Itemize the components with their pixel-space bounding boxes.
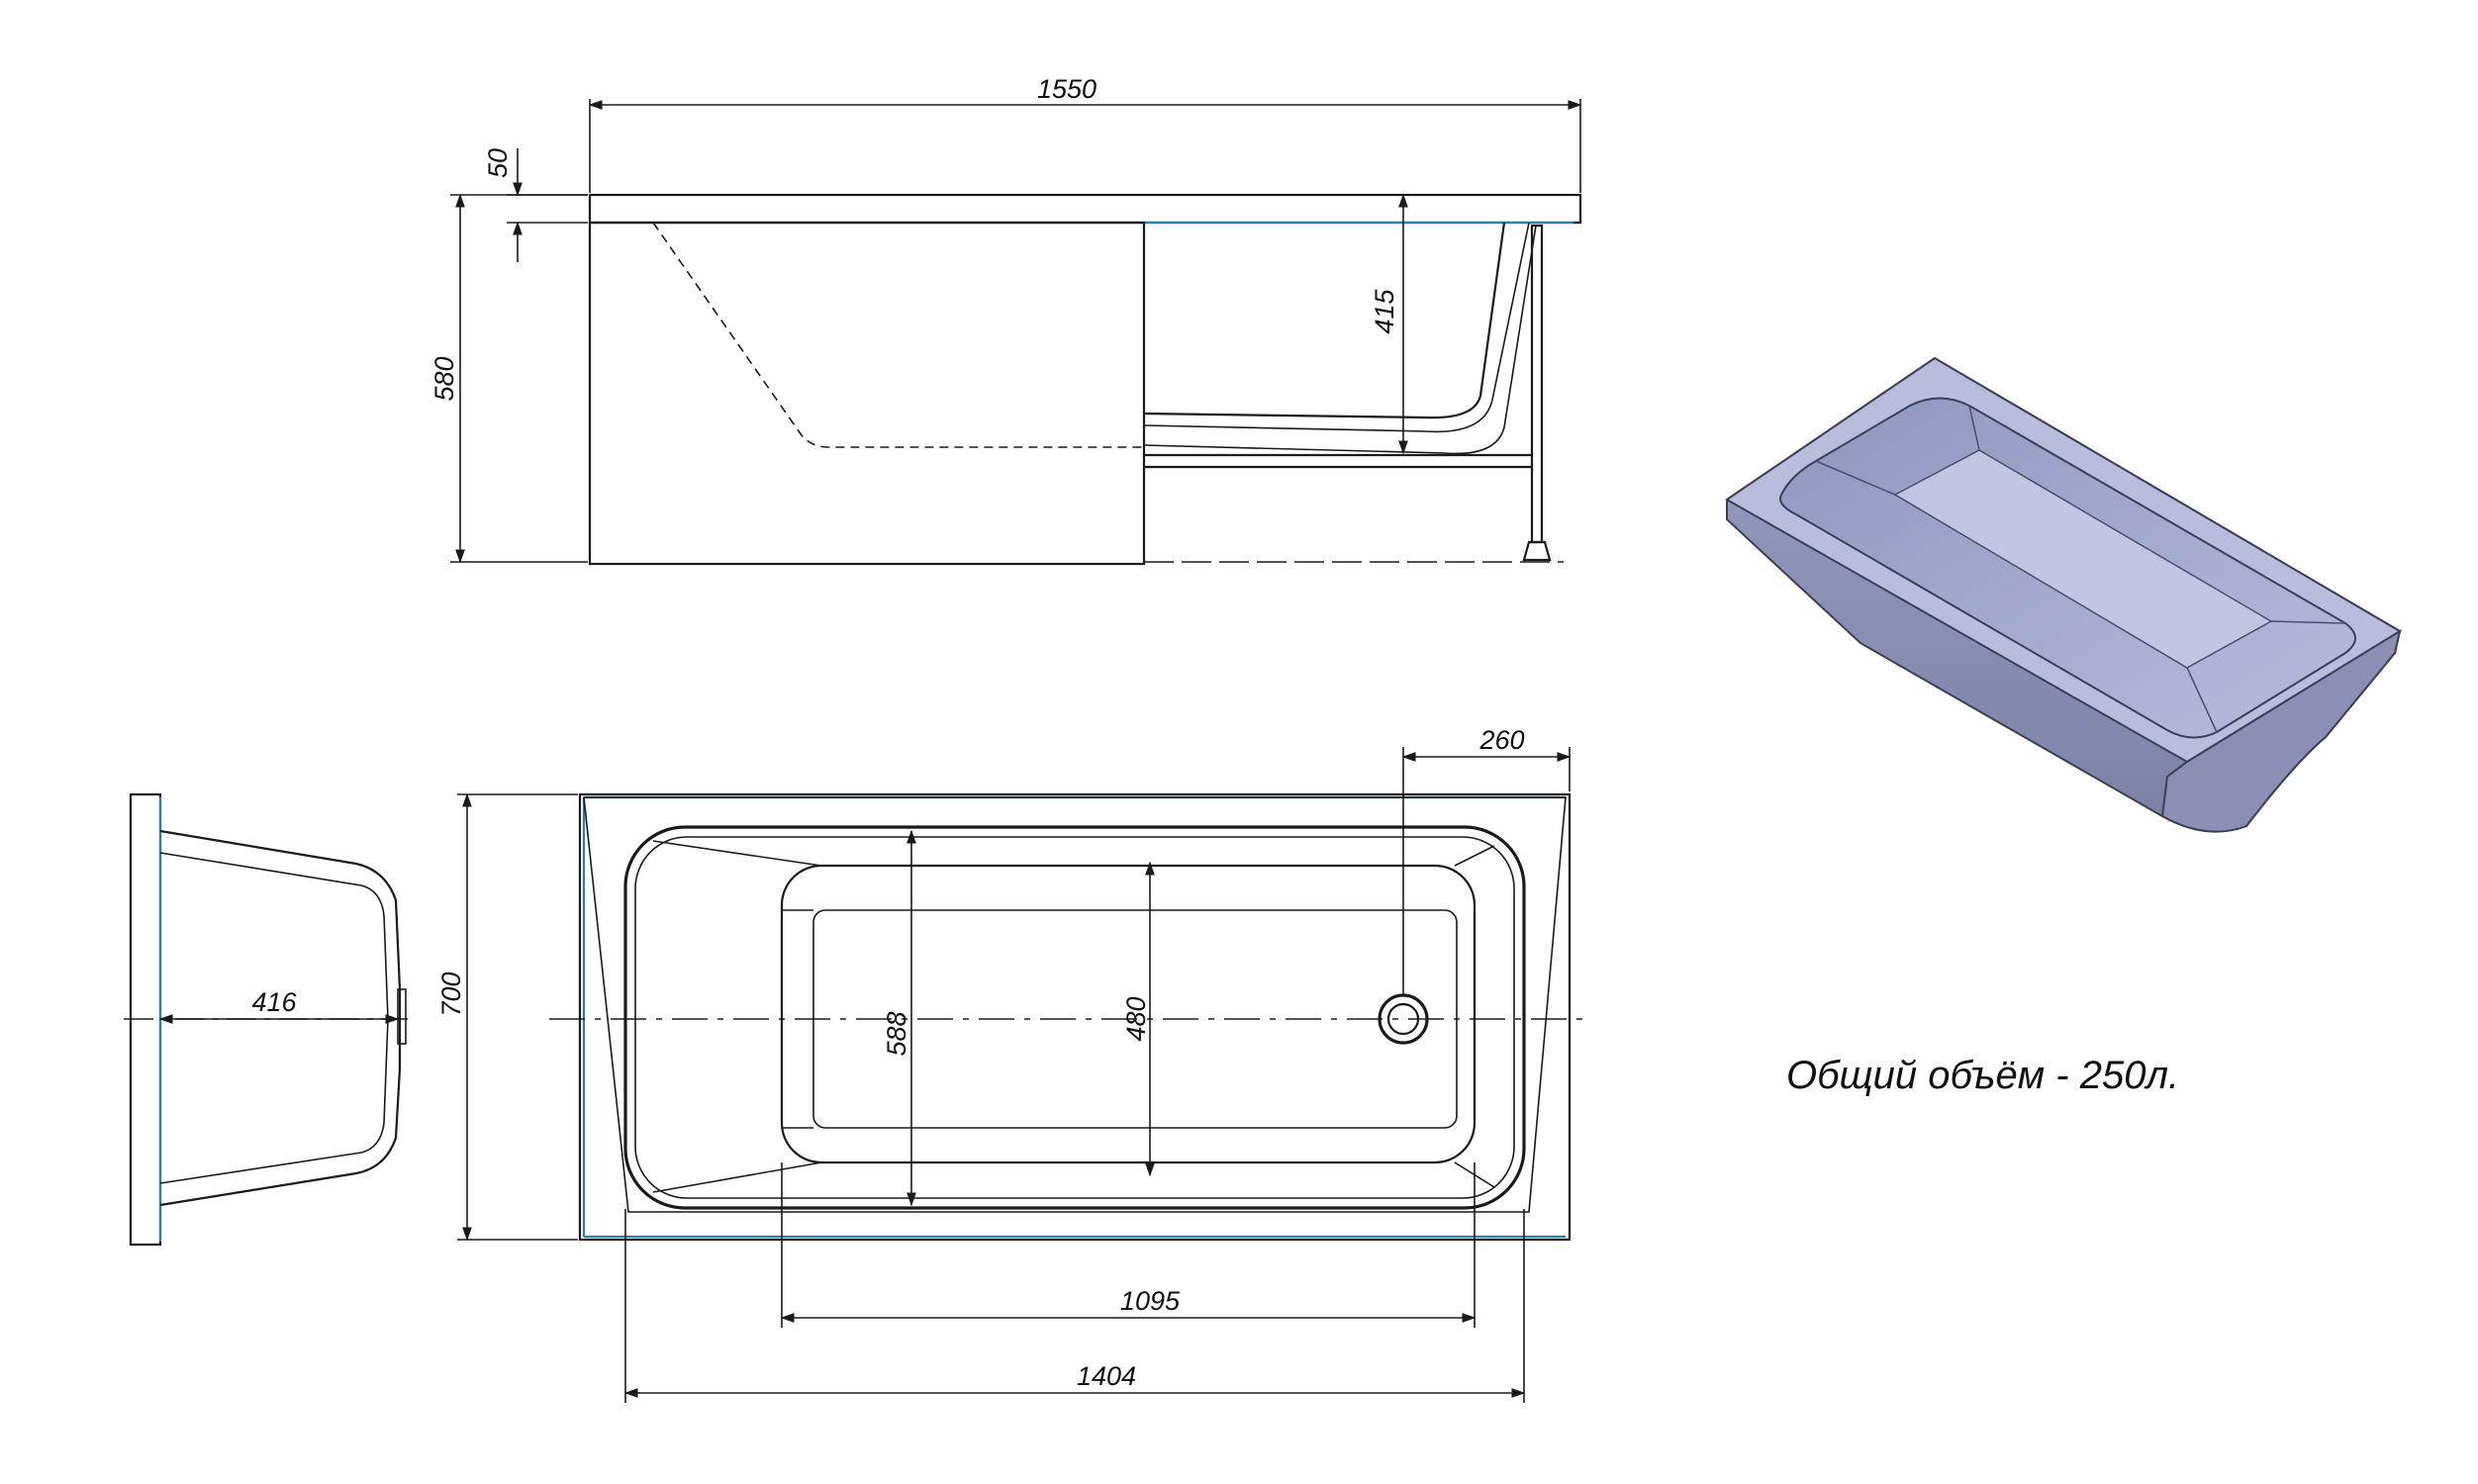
side-leg [1530, 224, 1544, 544]
side-inner-wall [1143, 222, 1530, 433]
end-outer-profile [159, 829, 402, 1207]
side-outer-wall [1143, 225, 1537, 455]
dim-drain-offset: 260 [1478, 725, 1524, 755]
end-inner-profile [159, 852, 389, 1184]
side-view: 1550 50 580 415 [429, 74, 1582, 566]
top-view: 260 700 588 480 1095 1404 [436, 725, 1583, 1403]
dim-inner-depth: 415 [1370, 288, 1399, 333]
top-tub-opening [623, 825, 1526, 1210]
side-front-panel [588, 221, 1146, 566]
top-slope-lines [652, 840, 1495, 1193]
top-tub-opening-inner [634, 836, 1515, 1199]
dim-rim-height: 50 [483, 148, 513, 178]
end-view: 416 [124, 792, 408, 1247]
dim-bottom-width: 480 [1121, 996, 1151, 1041]
dim-bottom-length: 1095 [1120, 1286, 1181, 1316]
top-tub-bottom [780, 864, 1477, 1164]
bathtub-3d-render [1725, 356, 2402, 833]
dim-inner-width: 588 [882, 1011, 911, 1056]
top-outer-rim [578, 792, 1572, 1242]
render-slope [1815, 405, 2346, 733]
side-rim [588, 193, 1582, 225]
top-rim-inner [583, 796, 1567, 1213]
dim-total-height: 580 [429, 356, 459, 401]
dim-inner-length: 1404 [1077, 1361, 1136, 1391]
volume-note: Общий объём - 250л. [1786, 1054, 2179, 1097]
side-hidden-profile [652, 222, 1144, 448]
dim-end-depth: 416 [251, 987, 297, 1017]
dim-overall-length: 1550 [1037, 74, 1096, 104]
dim-overall-width: 700 [436, 972, 466, 1016]
side-inner-bottom [1143, 222, 1506, 419]
render-front-face [2160, 628, 2402, 833]
side-leg-foot [1522, 540, 1552, 562]
